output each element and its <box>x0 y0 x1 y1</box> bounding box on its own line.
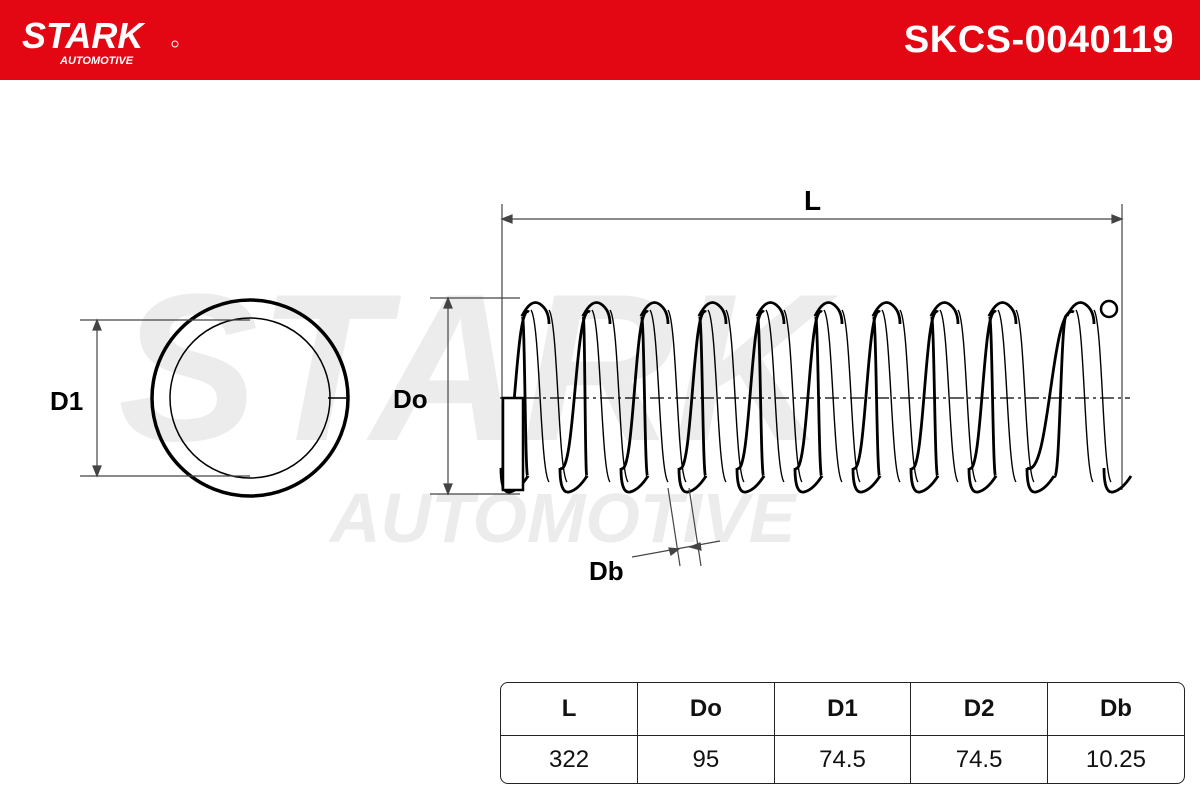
coil-bottom-loop <box>1025 467 1056 494</box>
svg-text:STARK: STARK <box>118 250 839 485</box>
svg-text:AUTOMOTIVE: AUTOMOTIVE <box>328 479 798 557</box>
coil-back-segment <box>667 309 687 483</box>
stark-logo: STARK AUTOMOTIVE <box>22 15 179 67</box>
coil-bottom-loop <box>619 467 650 494</box>
coil-top-loop <box>987 301 1018 325</box>
coil-back-segment <box>609 309 629 483</box>
l-label: L <box>804 185 821 216</box>
coil-bottom-loop <box>735 467 766 494</box>
spec-value-d1: 74.5 <box>773 735 911 783</box>
do-dimension <box>430 296 520 496</box>
coil-front-segment <box>909 310 940 470</box>
spec-value-d2: 74.5 <box>910 735 1048 783</box>
coil-back-segment <box>899 309 919 483</box>
spec-value-l: 322 <box>549 745 590 773</box>
coil-front-segment <box>735 310 766 470</box>
coil-bottom-loop <box>909 467 940 494</box>
coil-front-segment <box>677 310 708 470</box>
coil-top-loop <box>639 301 670 325</box>
spec-table: L Do D1 D2 Db 322 95 74.5 74.5 10.25 <box>500 682 1185 784</box>
db-label: Db <box>589 556 624 586</box>
coil-front-segment <box>1052 314 1069 478</box>
coil-back-segment <box>1075 309 1094 483</box>
svg-text:AUTOMOTIVE: AUTOMOTIVE <box>59 55 134 67</box>
coil-top-loop <box>755 301 786 325</box>
coil-front-segment <box>987 314 998 478</box>
coil-top-loop <box>929 301 960 325</box>
spec-header-l: L <box>501 683 638 736</box>
coil-back-segment <box>783 309 803 483</box>
coil-top-loop <box>697 301 728 325</box>
coil-back-segment <box>725 309 745 483</box>
d1-dimension <box>80 318 250 478</box>
coil-bottom-loop <box>851 467 882 494</box>
coil-back-segment <box>997 309 1017 483</box>
header-bar: STARK AUTOMOTIVE SKCS-0040119 <box>0 0 1200 80</box>
part-number: SKCS-0040119 <box>903 19 1174 61</box>
db-dimension <box>631 487 721 567</box>
coil-back-segment <box>957 309 977 483</box>
d1-label: D1 <box>50 386 83 416</box>
coil-top-loop <box>813 301 844 325</box>
coil-back-segment <box>939 309 959 483</box>
coil-bottom-loop <box>558 467 589 494</box>
wire-end-cap <box>1099 299 1119 319</box>
coil-front-segment <box>1026 310 1075 470</box>
svg-text:STARK: STARK <box>22 15 146 56</box>
spec-value-do: 95 <box>637 735 775 783</box>
coil-front-segment <box>558 310 592 470</box>
coil-front-segment <box>871 314 882 478</box>
coil-back-segment <box>765 309 785 483</box>
spring-flat-end <box>501 396 525 492</box>
coil-back-segment <box>649 309 669 483</box>
watermark: STARK AUTOMOTIVE <box>118 250 839 557</box>
coil-back-segment <box>823 309 843 483</box>
coil-front-segment <box>793 310 824 470</box>
spec-value-row: 322 95 74.5 74.5 10.25 <box>501 735 1184 783</box>
coil-top-loop <box>520 301 551 325</box>
spec-value-db: 10.25 <box>1046 735 1184 783</box>
do-label: Do <box>393 384 428 414</box>
coil-bottom-loop <box>793 467 824 494</box>
spring-side-view <box>499 299 1133 494</box>
coil-front-segment <box>851 310 882 470</box>
coil-top-loop <box>1065 301 1096 325</box>
coil-back-segment <box>530 309 550 483</box>
coil-bottom-loop <box>677 467 708 494</box>
coil-back-segment <box>881 309 901 483</box>
coil-bottom-loop <box>1102 467 1133 494</box>
coil-back-segment <box>1015 309 1035 483</box>
spec-header-row: L Do D1 D2 Db <box>501 683 1184 736</box>
coil-back-segment <box>548 309 568 483</box>
coil-front-segment <box>929 314 940 478</box>
spec-header-db: Db <box>1046 683 1184 736</box>
coil-front-segment <box>967 310 998 470</box>
spec-header-do: Do <box>637 683 775 736</box>
coil-back-segment <box>1093 309 1112 483</box>
spec-header-d2: D2 <box>910 683 1048 736</box>
spring-diagram: STARK AUTOMOTIVE D1 Do L <box>50 185 1133 586</box>
spec-header-d1: D1 <box>773 683 911 736</box>
coil-back-segment <box>591 309 611 483</box>
coil-top-loop <box>581 301 612 325</box>
coil-front-segment <box>619 310 650 470</box>
coil-back-segment <box>841 309 861 483</box>
coil-back-segment <box>707 309 727 483</box>
coil-bottom-loop <box>967 467 998 494</box>
spring-end-view <box>150 298 350 498</box>
coil-top-loop <box>871 301 902 325</box>
